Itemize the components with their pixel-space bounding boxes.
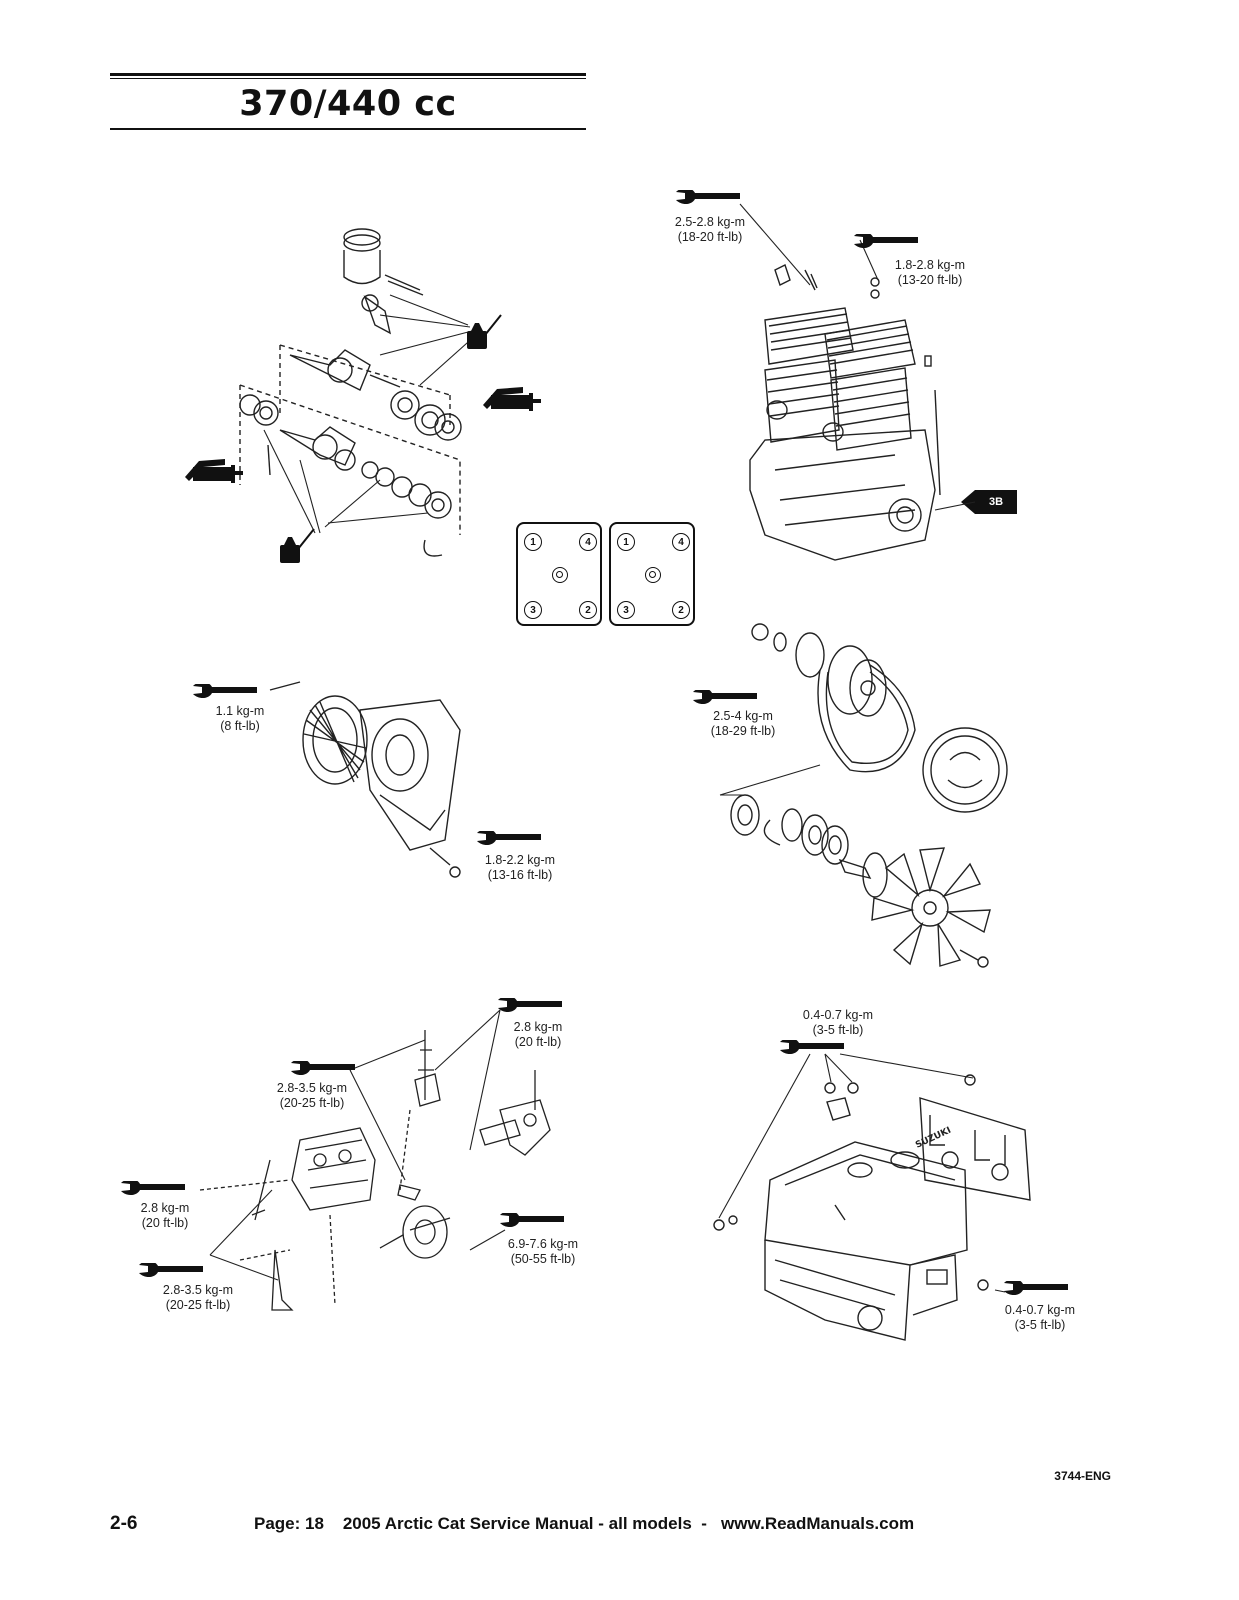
- torque-label: 1.8-2.8 kg-m (13-20 ft-lb): [880, 258, 980, 288]
- fan-shroud-diagram: SUZUKI: [713, 1053, 1031, 1341]
- title-rule-top-1: [110, 73, 586, 76]
- torque-wrench-icon: [477, 831, 541, 846]
- tightening-sequence-left: 1 4 3 2: [516, 522, 602, 626]
- torque-label: 0.4-0.7 kg-m (3-5 ft-lb): [788, 1008, 888, 1038]
- torque-imperial: (20 ft-lb): [514, 1035, 562, 1049]
- torque-wrench-icon: [121, 1181, 185, 1196]
- torque-wrench-icon: [1004, 1281, 1068, 1296]
- torque-wrench-icon: [693, 690, 757, 705]
- recoil-housing-diagram: [269, 681, 461, 878]
- torque-imperial: (3-5 ft-lb): [812, 1023, 864, 1037]
- torque-metric: 2.8-3.5 kg-m: [276, 1081, 348, 1095]
- torque-imperial: (13-20 ft-lb): [897, 273, 963, 287]
- torque-metric: 1.1 kg-m: [215, 704, 265, 718]
- head-torque-leaders: [739, 203, 879, 286]
- title-rule-bottom: [110, 128, 586, 130]
- torque-metric: 2.5-4 kg-m: [713, 709, 773, 723]
- sequence-number: 1: [617, 533, 635, 551]
- torque-metric: 1.8-2.2 kg-m: [484, 853, 556, 867]
- shroud-logo: SUZUKI: [914, 1126, 953, 1151]
- torque-wrench-icon: [498, 998, 562, 1013]
- torque-imperial: (50-55 ft-lb): [510, 1252, 576, 1266]
- torque-label: 6.9-7.6 kg-m (50-55 ft-lb): [493, 1237, 593, 1267]
- torque-label: 2.8-3.5 kg-m (20-25 ft-lb): [262, 1081, 362, 1111]
- torque-label: 1.8-2.2 kg-m (13-16 ft-lb): [470, 853, 570, 883]
- sequence-center-stud: [645, 567, 661, 583]
- torque-metric: 0.4-0.7 kg-m: [802, 1008, 874, 1022]
- torque-imperial: (20-25 ft-lb): [165, 1298, 231, 1312]
- torque-label: 2.8 kg-m (20 ft-lb): [488, 1020, 588, 1050]
- torque-metric: 2.8-3.5 kg-m: [162, 1283, 234, 1297]
- torque-metric: 1.8-2.8 kg-m: [894, 258, 966, 272]
- torque-wrench-icon: [854, 234, 918, 249]
- page-title: 370/440 cc: [239, 84, 457, 124]
- torque-imperial: (3-5 ft-lb): [1014, 1318, 1066, 1332]
- torque-wrench-icon: [193, 684, 257, 699]
- sequence-number: 4: [672, 533, 690, 551]
- torque-wrench-icon: [500, 1213, 564, 1228]
- page-number: 2-6: [110, 1513, 138, 1534]
- torque-metric: 2.5-2.8 kg-m: [674, 215, 746, 229]
- engine-mount-diagram: [199, 1009, 551, 1311]
- torque-wrench-icon: [676, 190, 740, 205]
- torque-imperial: (8 ft-lb): [220, 719, 260, 733]
- torque-label: 2.8 kg-m (20 ft-lb): [115, 1201, 215, 1231]
- tightening-sequence-right: 1 4 3 2: [609, 522, 695, 626]
- torque-label: 2.5-4 kg-m (18-29 ft-lb): [693, 709, 793, 739]
- torque-label: 0.4-0.7 kg-m (3-5 ft-lb): [990, 1303, 1090, 1333]
- sequence-number: 3: [524, 601, 542, 619]
- torque-label: 2.5-2.8 kg-m (18-20 ft-lb): [660, 215, 760, 245]
- badge-leader: [934, 501, 976, 511]
- sequence-number: 1: [524, 533, 542, 551]
- sequence-number: 2: [672, 601, 690, 619]
- torque-label: 2.8-3.5 kg-m (20-25 ft-lb): [148, 1283, 248, 1313]
- sequence-number: 4: [579, 533, 597, 551]
- torque-imperial: (18-29 ft-lb): [710, 724, 776, 738]
- engine-block-diagram: [749, 264, 941, 561]
- torque-imperial: (18-20 ft-lb): [677, 230, 743, 244]
- torque-metric: 0.4-0.7 kg-m: [1004, 1303, 1076, 1317]
- torque-label: 1.1 kg-m (8 ft-lb): [190, 704, 290, 734]
- document-code: 3744-ENG: [1054, 1469, 1111, 1483]
- crankshaft-exploded-diagram: [185, 228, 541, 564]
- sequence-number: 2: [579, 601, 597, 619]
- sequence-number: 3: [617, 601, 635, 619]
- torque-metric: 6.9-7.6 kg-m: [507, 1237, 579, 1251]
- torque-metric: 2.8 kg-m: [140, 1201, 190, 1215]
- torque-wrench-icon: [780, 1040, 844, 1055]
- torque-imperial: (20 ft-lb): [141, 1216, 189, 1230]
- sequence-center-stud: [552, 567, 568, 583]
- callout-badge: 3B: [961, 490, 1017, 514]
- drive-pulley-fan-diagram: [719, 623, 1008, 968]
- torque-imperial: (13-16 ft-lb): [487, 868, 553, 882]
- torque-wrench-icon: [291, 1061, 355, 1076]
- title-rule-top-2: [110, 78, 586, 80]
- torque-imperial: (20-25 ft-lb): [279, 1096, 345, 1110]
- torque-wrench-icon: [139, 1263, 203, 1278]
- footer-text: Page: 18 2005 Arctic Cat Service Manual …: [254, 1514, 915, 1533]
- torque-metric: 2.8 kg-m: [513, 1020, 563, 1034]
